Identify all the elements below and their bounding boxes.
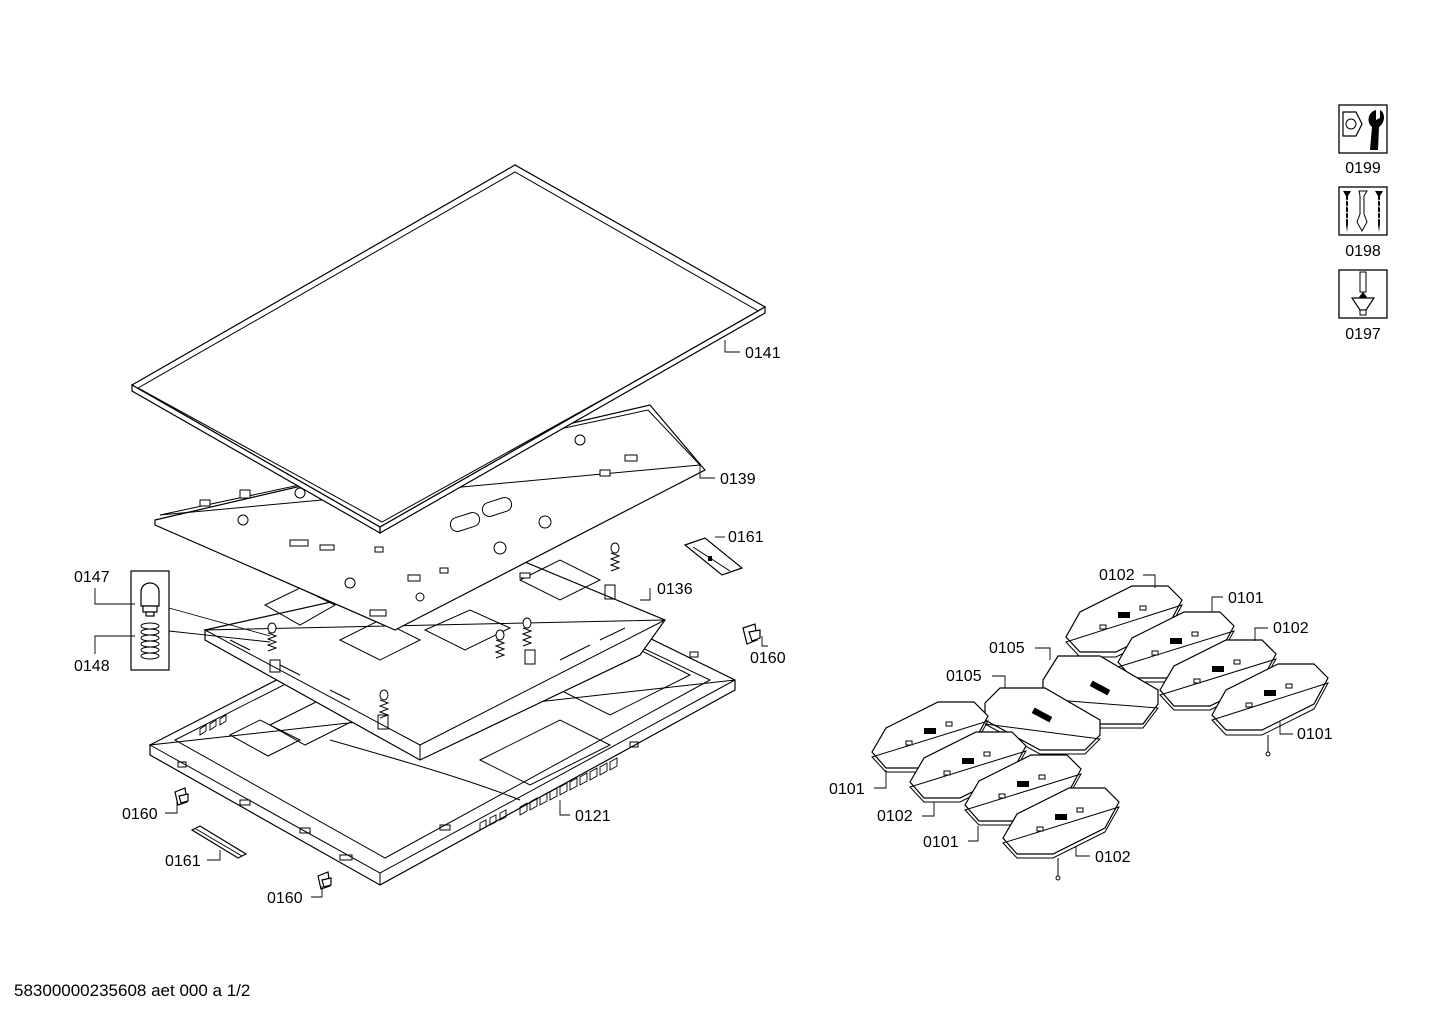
label-0161-bottom: 0161 bbox=[165, 853, 201, 870]
label-0160-bottom: 0160 bbox=[267, 890, 303, 907]
coil-0102-bottom[interactable] bbox=[1002, 787, 1121, 881]
screws-icon bbox=[1343, 190, 1383, 233]
label-coil-0101-upper: 0101 bbox=[1228, 590, 1264, 607]
service-icon-0198-number: 0198 bbox=[1345, 243, 1381, 260]
label-0160-left: 0160 bbox=[122, 806, 158, 823]
glass-ceramic-top-0141[interactable] bbox=[130, 164, 767, 535]
part-labels: 0141 0139 0161 0136 0147 0148 0160 0160 … bbox=[74, 345, 1333, 907]
leader-lines bbox=[94, 340, 1293, 898]
label-coil-0102-bottom: 0102 bbox=[1095, 849, 1131, 866]
label-0147: 0147 bbox=[74, 569, 110, 586]
label-0141: 0141 bbox=[745, 345, 781, 362]
lamp-0147[interactable] bbox=[140, 582, 160, 617]
label-coil-0102-right: 0102 bbox=[1273, 620, 1309, 637]
label-0148: 0148 bbox=[74, 658, 110, 675]
label-coil-0101-left: 0101 bbox=[829, 781, 865, 798]
coil-0102-top[interactable] bbox=[1065, 585, 1184, 658]
label-0160-right: 0160 bbox=[750, 650, 786, 667]
nut-wrench-icon bbox=[1342, 110, 1384, 150]
induction-coil-group bbox=[871, 585, 1330, 881]
frame-springs bbox=[266, 542, 621, 719]
label-coil-0101-right: 0101 bbox=[1297, 726, 1333, 743]
clip-0160-right[interactable] bbox=[742, 623, 761, 645]
document-code: 58300000235608 aet 000 a 1/2 bbox=[14, 981, 251, 1000]
inset-lamp-spring bbox=[130, 570, 271, 671]
label-coil-0102-mid: 0102 bbox=[877, 808, 913, 825]
label-0136: 0136 bbox=[657, 581, 693, 598]
trim-strip-0161-bottom[interactable] bbox=[190, 825, 248, 859]
plate-cutouts bbox=[199, 434, 638, 617]
coil-0101-right[interactable] bbox=[1211, 663, 1330, 757]
clip-0160-bottom[interactable] bbox=[317, 871, 332, 890]
label-0139: 0139 bbox=[720, 471, 756, 488]
label-0121: 0121 bbox=[575, 808, 611, 825]
service-icon-0198[interactable]: 0198 bbox=[1338, 186, 1388, 260]
label-coil-0105-upper: 0105 bbox=[989, 640, 1025, 657]
trim-strip-0161-top[interactable] bbox=[683, 537, 744, 576]
service-icon-0197[interactable]: 0197 bbox=[1338, 269, 1388, 343]
spring-0148[interactable] bbox=[140, 622, 160, 660]
service-icon-0199-number: 0199 bbox=[1345, 160, 1381, 177]
service-icon-0197-number: 0197 bbox=[1345, 326, 1381, 343]
screwdriver-icon bbox=[1350, 271, 1376, 316]
label-coil-0101-lower: 0101 bbox=[923, 834, 959, 851]
vent-slots bbox=[199, 714, 618, 831]
label-0161-top: 0161 bbox=[728, 529, 764, 546]
label-coil-0105-lower: 0105 bbox=[946, 668, 982, 685]
service-icon-0199[interactable]: 0199 bbox=[1338, 104, 1388, 177]
label-coil-0102-top: 0102 bbox=[1099, 567, 1135, 584]
coil-0102-right[interactable] bbox=[1159, 639, 1278, 711]
